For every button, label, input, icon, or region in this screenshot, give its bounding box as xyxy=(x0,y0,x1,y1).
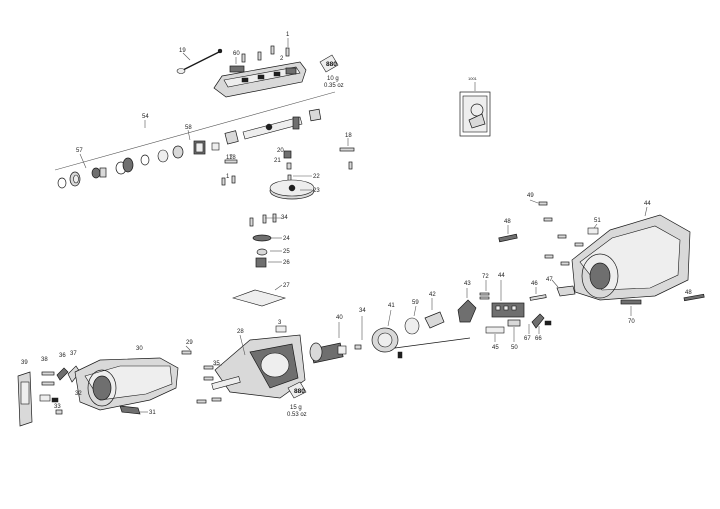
callout-28: 28 xyxy=(237,329,244,335)
part-31-switch xyxy=(119,405,141,415)
label-48-right xyxy=(683,293,705,302)
grease-note-gear: 880 15 g 0.53 oz xyxy=(287,381,307,418)
callout-48b: 48 xyxy=(685,290,692,296)
gear-housing xyxy=(211,325,306,399)
callout-18b: 18 xyxy=(345,133,352,139)
part-39-cover xyxy=(17,371,33,427)
grease-amount-top: 10 g xyxy=(327,76,339,82)
label-51 xyxy=(587,227,599,235)
callout-30: 30 xyxy=(136,346,143,352)
callout-39: 39 xyxy=(21,360,28,366)
plunger-shaft xyxy=(224,108,322,145)
callout-50: 50 xyxy=(511,345,518,351)
callout-66: 66 xyxy=(535,336,542,342)
callout-34a: 34 xyxy=(281,215,288,221)
parts-36-38 xyxy=(39,365,81,415)
callout-60: 60 xyxy=(233,51,240,57)
callout-70: 70 xyxy=(628,319,635,325)
callout-36: 36 xyxy=(59,353,66,359)
callout-40: 40 xyxy=(336,315,343,321)
callout-47: 47 xyxy=(546,277,553,283)
callout-17: 17 xyxy=(226,155,233,161)
part-59-disc xyxy=(404,317,420,335)
callout-32: 32 xyxy=(75,391,82,397)
callout-1b: 1 xyxy=(226,174,230,180)
part-19-hex-key xyxy=(176,48,223,74)
blade-clamp-parts xyxy=(57,140,220,189)
callout-43: 43 xyxy=(464,281,471,287)
callout-38: 38 xyxy=(41,357,48,363)
part-50-clips xyxy=(507,319,521,327)
part-45-pad xyxy=(485,326,505,334)
housing-screws xyxy=(181,350,222,404)
callout-46: 46 xyxy=(531,281,538,287)
motor-housing-30 xyxy=(74,357,179,411)
callout-1: 1 xyxy=(286,32,290,38)
callout-20: 20 xyxy=(277,148,284,154)
balance-weight xyxy=(269,150,315,200)
callout-49: 49 xyxy=(527,193,534,199)
part-47-lever xyxy=(556,285,576,297)
callout-23: 23 xyxy=(313,188,320,194)
callout-22: 22 xyxy=(313,174,320,180)
callout-18a: 18 xyxy=(229,155,236,161)
grease-amount-oz-gear: 0.53 oz xyxy=(287,412,307,418)
electronics-44 xyxy=(491,302,525,318)
callout-27: 27 xyxy=(283,283,290,289)
callout-33: 33 xyxy=(54,404,61,410)
callout-2: 2 xyxy=(280,56,284,62)
callout-3: 3 xyxy=(278,320,282,326)
gear-housing-cover xyxy=(213,61,307,98)
callout-25: 25 xyxy=(283,249,290,255)
callout-57: 57 xyxy=(76,148,83,154)
part-43-clip xyxy=(457,299,477,323)
callout-21: 21 xyxy=(274,158,281,164)
callout-48a: 48 xyxy=(504,219,511,225)
grease-amount-oz-top: 0.35 oz xyxy=(324,83,344,89)
grease-amount-gear: 15 g xyxy=(290,405,302,411)
callout-35: 35 xyxy=(213,361,220,367)
callout-54: 54 xyxy=(142,114,149,120)
armature xyxy=(309,342,347,364)
callout-41: 41 xyxy=(388,303,395,309)
grease-note-top: 880 10 g 0.35 oz xyxy=(319,54,344,89)
callout-37: 37 xyxy=(70,351,77,357)
callout-42: 42 xyxy=(429,292,436,298)
callout-24: 24 xyxy=(283,236,290,242)
callout-58: 58 xyxy=(185,125,192,131)
callout-31: 31 xyxy=(149,410,156,416)
part-34-screw xyxy=(354,344,362,350)
label-48 xyxy=(498,233,518,243)
callout-44a: 44 xyxy=(644,201,651,207)
inner-case-1001 xyxy=(459,91,491,137)
gear-parts-stack xyxy=(232,213,287,307)
part-42-bracket xyxy=(424,311,445,329)
callout-45: 45 xyxy=(492,345,499,351)
callout-67: 67 xyxy=(524,336,531,342)
grease-badge-top: 880 xyxy=(326,61,337,68)
callout-51: 51 xyxy=(594,218,601,224)
callout-44b: 44 xyxy=(498,273,505,279)
callout-72: 72 xyxy=(482,274,489,280)
parts-66-67 xyxy=(531,313,552,329)
housing-half-44 xyxy=(571,214,691,301)
callout-19: 19 xyxy=(179,48,186,54)
callout-34b: 34 xyxy=(359,308,366,314)
label-70 xyxy=(620,299,642,305)
part-72-pins xyxy=(479,292,490,300)
top-screws xyxy=(229,45,290,73)
housing-screws-49 xyxy=(538,201,584,266)
guide-pins xyxy=(221,147,355,186)
callout-26: 26 xyxy=(283,260,290,266)
callout-59: 59 xyxy=(412,300,419,306)
callout-1001: 1001 xyxy=(468,76,478,81)
grease-badge-gear: 880 xyxy=(294,388,305,395)
callout-29: 29 xyxy=(186,340,193,346)
stator-41 xyxy=(371,327,471,359)
part-46-bar xyxy=(529,294,547,301)
